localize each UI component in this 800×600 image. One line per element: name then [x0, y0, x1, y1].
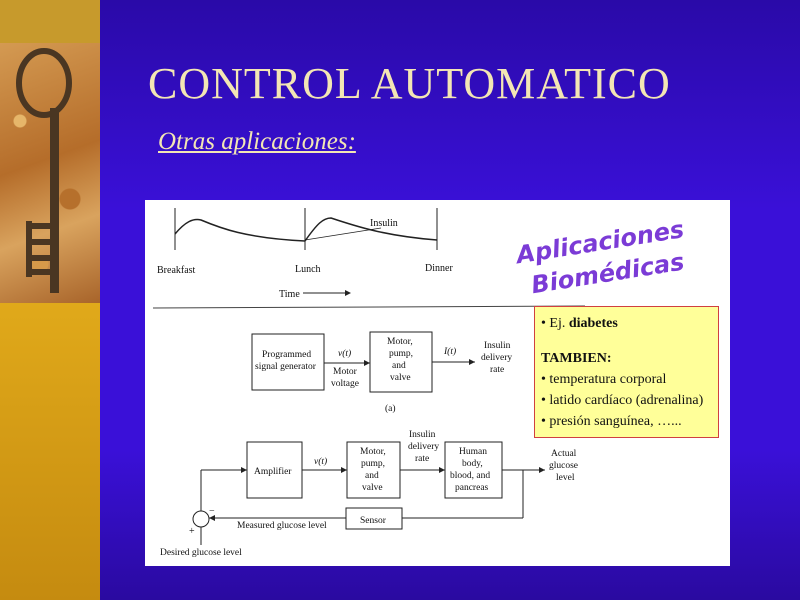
motor-voltage-line1: Motor — [333, 367, 358, 377]
measured-glucose-label: Measured glucose level — [237, 521, 327, 531]
insulin-leader — [304, 227, 382, 241]
applications-callout: • Ej. diabetes TAMBIEN: • temperatura co… — [534, 306, 719, 438]
key-photo — [0, 43, 100, 303]
slide-subtitle: Otras aplicaciones: — [158, 128, 356, 155]
callout-item: • temperatura corporal — [541, 372, 667, 387]
actual-glucose-line1: Actual — [551, 449, 577, 459]
output-a-line1: Insulin — [484, 341, 511, 351]
breakfast-label: Breakfast — [157, 265, 196, 276]
actual-glucose-line3: level — [556, 473, 575, 483]
callout-example-line: • Ej. diabetes — [541, 313, 712, 334]
insulin-label: Insulin — [370, 218, 398, 229]
callout-heading: TAMBIEN: — [541, 351, 612, 366]
insulin-diagram: Insulin Breakfast Lunch Dinner Time Prog… — [152, 208, 586, 558]
section-divider — [152, 305, 586, 309]
arrow-v-a-head — [364, 360, 370, 366]
sensor-label: Sensor — [360, 516, 387, 526]
signal-generator-line2: signal generator — [255, 362, 317, 372]
motor-block-a-line1: Motor, — [387, 337, 413, 347]
signal-generator-block — [251, 333, 325, 391]
motor-block-b-line1: Motor, — [360, 447, 386, 457]
slide-title: CONTROL AUTOMATICO — [148, 59, 671, 108]
arrow-i-a-head — [469, 359, 475, 365]
insulin-curve — [174, 217, 438, 242]
signal-i-a: I(t) — [443, 346, 456, 357]
caption-a: (a) — [385, 403, 396, 414]
motor-voltage-line2: voltage — [331, 379, 359, 389]
human-body-line4: pancreas — [455, 483, 489, 493]
left-decor-bottom — [0, 303, 100, 600]
motor-block-a-line3: and — [392, 361, 406, 371]
insulin-rate-line3: rate — [415, 454, 429, 464]
time-label: Time — [279, 289, 300, 300]
output-a-line2: delivery — [481, 353, 512, 363]
lunch-label: Lunch — [295, 264, 321, 275]
signal-v-b: v(t) — [314, 456, 327, 467]
arrow-rate-b-head — [439, 467, 445, 473]
human-body-line3: blood, and — [450, 471, 490, 481]
summing-junction — [192, 510, 210, 528]
callout-spacer — [541, 334, 712, 348]
insulin-rate-line1: Insulin — [409, 430, 436, 440]
arrow-out-b-head — [539, 467, 545, 473]
callout-item: • latido cardíaco (adrenalina) — [541, 393, 704, 408]
biomedical-badge: Aplicaciones Biomédicas — [505, 200, 725, 300]
arrow-v-b-head — [341, 467, 347, 473]
minus-sign: − — [209, 506, 215, 517]
key-icon — [16, 48, 72, 293]
actual-glucose-line2: glucose — [549, 461, 578, 471]
arrow-sum-head — [209, 515, 215, 521]
motor-block-b-line2: pump, — [361, 459, 385, 469]
motor-block-b-line4: valve — [362, 483, 383, 493]
motor-block-b-line3: and — [365, 471, 379, 481]
motor-block-a-line4: valve — [390, 373, 411, 383]
plus-sign: + — [189, 526, 195, 537]
output-a-line3: rate — [490, 365, 504, 375]
desired-glucose-label: Desired glucose level — [160, 548, 242, 558]
callout-item: • presión sanguínea, …... — [541, 414, 682, 429]
biomedical-wordart: Aplicaciones Biomédicas — [512, 215, 687, 300]
motor-block-a-line2: pump, — [389, 349, 413, 359]
insulin-timeline — [174, 208, 438, 250]
human-body-line2: body, — [462, 459, 483, 469]
callout-example-prefix: • Ej. — [541, 316, 569, 331]
arrow-amp-head — [241, 467, 247, 473]
amplifier-label: Amplifier — [254, 466, 292, 477]
time-arrow-head — [345, 290, 351, 296]
callout-example-bold: diabetes — [568, 316, 618, 331]
insulin-rate-line2: delivery — [408, 442, 439, 452]
human-body-line1: Human — [459, 447, 487, 457]
signal-v-a: v(t) — [338, 348, 351, 359]
signal-generator-line1: Programmed — [262, 350, 311, 360]
dinner-label: Dinner — [425, 263, 453, 274]
